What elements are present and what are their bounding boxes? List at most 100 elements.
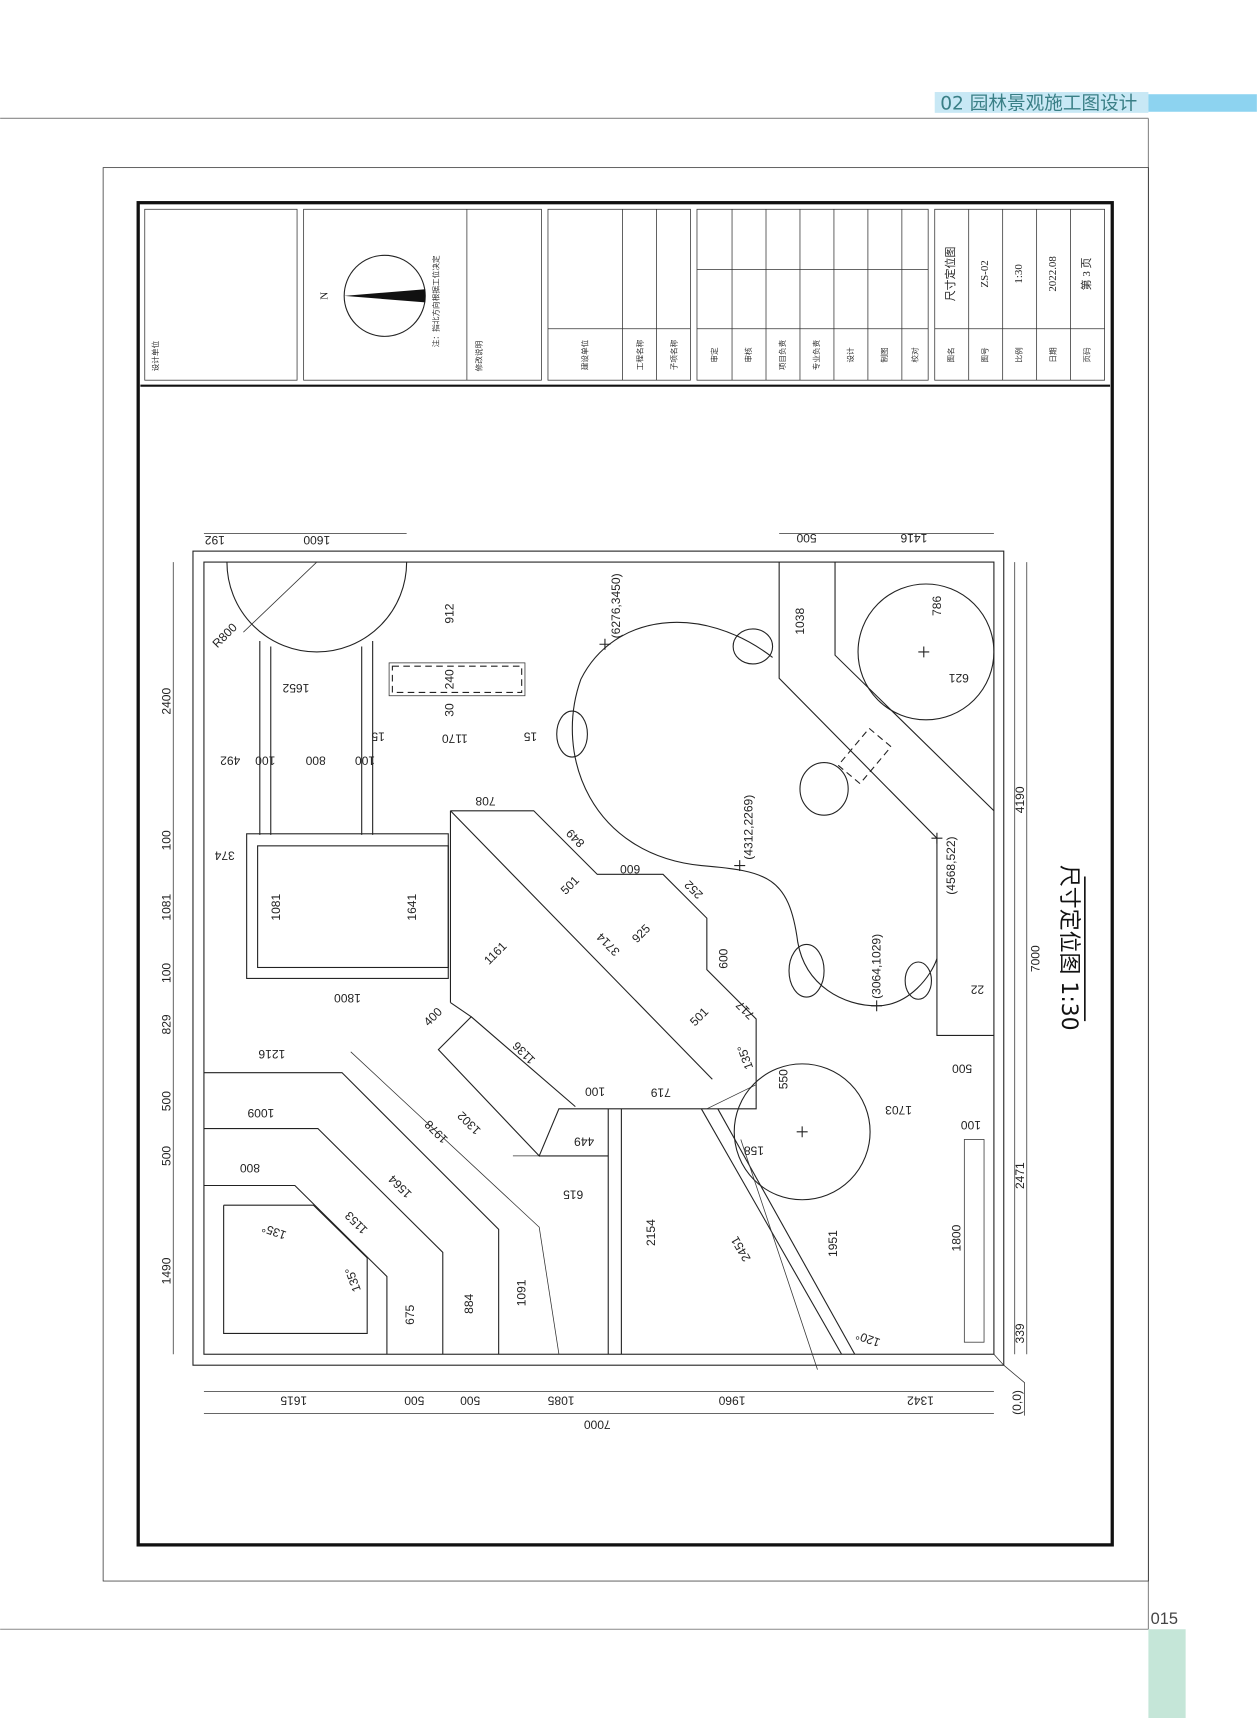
dimension-label: 501 xyxy=(687,1005,711,1029)
dimension-label: 1170 xyxy=(442,731,468,745)
dimension-label: 2451 xyxy=(728,1234,754,1264)
crosshair-icon xyxy=(734,860,746,872)
dimension-label: 500 xyxy=(160,1091,174,1111)
semicircle-feature xyxy=(226,562,408,653)
client-label: 建设单位 xyxy=(580,339,590,370)
tree-circle xyxy=(857,583,995,721)
site-wall-outer xyxy=(192,550,1005,1366)
header-band xyxy=(934,92,1149,113)
dashed-bench xyxy=(391,665,523,694)
dimension-label: 15 xyxy=(371,729,385,743)
dimension-label: 829 xyxy=(160,1014,174,1034)
dimension-label: 1161 xyxy=(481,939,509,967)
dimension-label: 22 xyxy=(970,982,984,996)
role-label: 专业负责 xyxy=(811,339,821,370)
dimension-label: 800 xyxy=(305,753,325,767)
drawing-title: 尺寸定位图 1:30 xyxy=(1056,865,1081,1031)
north-label: N xyxy=(318,292,330,300)
dimension-label: 925 xyxy=(629,921,653,945)
field-label-page: 页码 xyxy=(1083,347,1092,363)
date-value: 2022.08 xyxy=(1047,256,1059,292)
role-label: 项目负责 xyxy=(777,339,787,370)
dimension-label: 240 xyxy=(442,669,456,689)
crosshair-icon xyxy=(599,638,611,650)
tree-circle xyxy=(733,1063,871,1201)
dimension-label: 7000 xyxy=(1029,945,1043,972)
dimension-label: 719 xyxy=(650,1085,670,1099)
dimension-label: 1009 xyxy=(247,1106,274,1120)
diagonal-deck xyxy=(437,810,757,1157)
design-unit-label: 设计单位 xyxy=(150,340,160,371)
page-number: 015 xyxy=(1151,1610,1178,1628)
dimension-label: 884 xyxy=(462,1293,476,1313)
dimension-label: 621 xyxy=(948,671,968,685)
crosshair-icon xyxy=(796,1126,808,1138)
dimension-label: 2154 xyxy=(644,1219,658,1246)
dimension-label: 800 xyxy=(240,1161,260,1175)
dimension-label: 501 xyxy=(558,873,582,897)
dimension-label: 3714 xyxy=(594,930,623,959)
drawing-number-value: ZS-02 xyxy=(979,260,991,287)
dimension-label: 1615 xyxy=(280,1393,307,1407)
role-label: 审核 xyxy=(743,347,753,363)
dimension-label: 100 xyxy=(961,1118,981,1132)
dimension-label: 30 xyxy=(442,703,456,717)
dimension-label: 600 xyxy=(716,948,730,968)
dimension-label: 675 xyxy=(403,1304,417,1324)
dimension-label: 100 xyxy=(355,753,375,767)
origin-label: (0,0) xyxy=(1010,1390,1024,1415)
dimension-label: 615 xyxy=(563,1187,583,1201)
project-name-label: 工程名称 xyxy=(635,339,645,370)
dimension-label: 550 xyxy=(777,1069,791,1089)
role-label: 设计 xyxy=(845,347,855,363)
dimension-label: 15 xyxy=(523,729,537,743)
dimension-label: 849 xyxy=(563,826,587,850)
dimension-label: 100 xyxy=(585,1084,605,1098)
coordinate-label: (4568,522) xyxy=(944,836,958,894)
field-label-scale: 比例 xyxy=(1014,347,1024,363)
dimension-label: 500 xyxy=(460,1393,480,1407)
dimension-label: 1800 xyxy=(950,1224,964,1251)
dimension-label: 500 xyxy=(160,1146,174,1166)
dimension-label: 4190 xyxy=(1013,786,1027,813)
dimension-label: 1091 xyxy=(515,1279,529,1306)
dimension-label: 1342 xyxy=(907,1393,934,1407)
dimension-label: 1703 xyxy=(885,1103,912,1117)
dimension-label: 1085 xyxy=(547,1393,574,1407)
crosshair-icon xyxy=(918,646,930,658)
coordinate-label: (4312,2269) xyxy=(741,795,755,860)
dimension-label: 912 xyxy=(442,603,456,623)
north-note: 注：指北方向根据工位决定 xyxy=(431,255,441,347)
role-label: 制图 xyxy=(879,347,889,363)
coordinate-markers xyxy=(599,638,943,1138)
crosshair-icon xyxy=(931,832,943,844)
dimension-label: 600 xyxy=(620,862,640,876)
dimension-label: 717 xyxy=(733,998,757,1022)
angle-label: 135° xyxy=(342,1265,364,1293)
crosshair-icon xyxy=(871,1000,883,1012)
site-plan xyxy=(172,533,1028,1416)
bench-right xyxy=(963,1139,985,1343)
platform-inner xyxy=(257,845,449,969)
drawing-name-value: 尺寸定位图 xyxy=(943,247,957,302)
dimension-label: 192 xyxy=(205,533,225,547)
angle-label: 135° xyxy=(734,1043,756,1071)
dimension-label: 400 xyxy=(421,1005,445,1029)
dimension-label: 2400 xyxy=(160,688,174,715)
dimension-label: 374 xyxy=(214,849,234,863)
field-label-drawing-name: 图名 xyxy=(946,347,956,362)
coordinate-label: (3064,1029) xyxy=(870,934,884,999)
dimension-label: 158 xyxy=(744,1143,764,1157)
dimension-label: 449 xyxy=(574,1135,594,1149)
dimension-label: 100 xyxy=(160,830,174,850)
scale-value: 1:30 xyxy=(1013,264,1025,284)
angle-label: 120° xyxy=(854,1328,882,1350)
dimension-label: 100 xyxy=(160,963,174,983)
dimension-label: 492 xyxy=(220,753,240,767)
dimension-label: 339 xyxy=(1013,1323,1027,1343)
header-bar xyxy=(1148,94,1257,112)
radius-label: R800 xyxy=(210,620,240,650)
dimension-label: 1038 xyxy=(793,608,807,635)
dimension-label: 1652 xyxy=(282,681,309,695)
